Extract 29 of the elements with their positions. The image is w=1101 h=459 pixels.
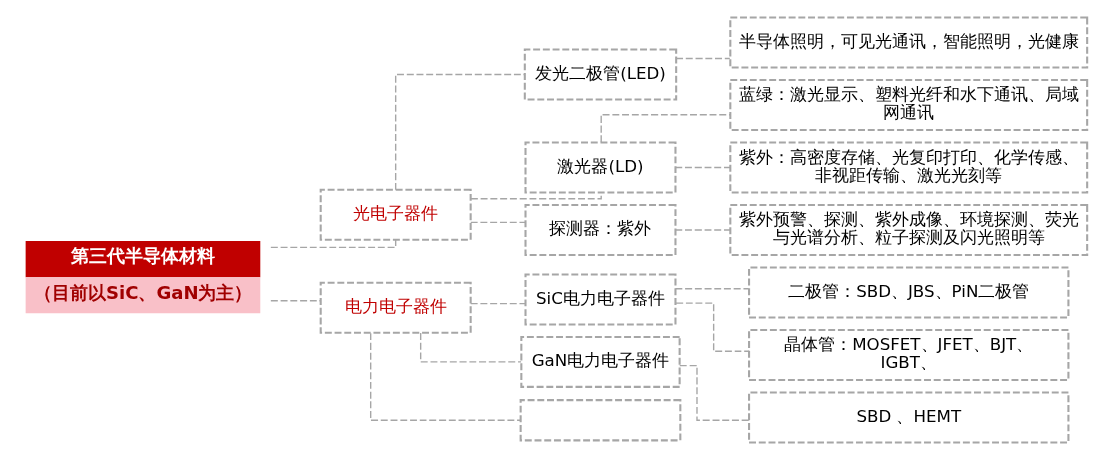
connector	[470, 221, 527, 223]
connector	[674, 166, 731, 168]
node-box: 晶体管：MOSFET、JFET、BJT、IGBT、	[748, 328, 1070, 381]
connector	[270, 238, 397, 248]
node-box	[519, 398, 682, 441]
connector	[419, 331, 522, 363]
connector	[674, 287, 750, 289]
connector	[675, 57, 731, 59]
node-box: SiC电力电子器件	[524, 272, 677, 325]
connector	[470, 302, 527, 304]
node-box: 紫外：高密度存储、光复印打印、化学传感、非视距传输、激光光刻等	[729, 141, 1089, 194]
node-box: 电力电子器件	[319, 281, 472, 334]
node-box: 发光二极管(LED)	[523, 47, 678, 101]
node-box: 光电子器件	[319, 188, 472, 241]
node-box: SBD 、HEMT	[748, 390, 1070, 443]
node-box: GaN电力电子器件	[520, 335, 681, 388]
node-box: 半导体照明，可见光通讯，智能照明，光健康	[729, 16, 1089, 69]
connector	[600, 113, 731, 143]
connector	[395, 73, 526, 190]
node-box: 探测器：紫外	[524, 203, 677, 256]
connector	[675, 301, 750, 352]
connector	[679, 364, 750, 421]
connector	[674, 228, 731, 231]
node-box: 激光器(LD)	[524, 141, 677, 194]
connector	[270, 299, 321, 301]
connector	[370, 332, 521, 421]
node-box: 蓝绿：激光显示、塑料光纤和水下通讯、局域网通讯	[729, 78, 1089, 131]
node-box: 二极管：SBD、JBS、PiN二极管	[748, 265, 1070, 319]
node-box: 紫外预警、探测、紫外成像、环境探测、荧光与光谱分析、粒子探测及闪光照明等	[729, 203, 1089, 256]
